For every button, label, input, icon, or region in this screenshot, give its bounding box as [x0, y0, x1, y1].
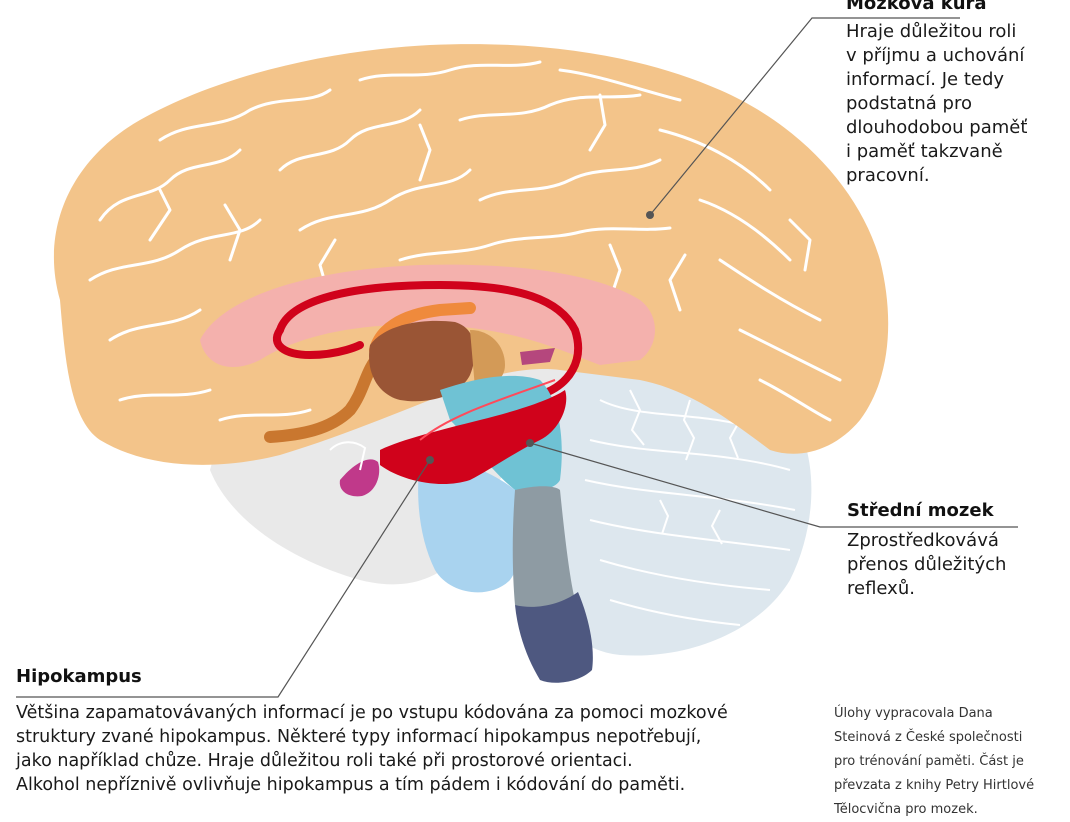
- midbrain-description: Zprostředkovává přenos důležitých reflex…: [847, 529, 1067, 601]
- hippocampus-label: Hipokampus Většina zapamatovávaných info…: [16, 666, 816, 797]
- hippocampus-pointer-dot: [426, 456, 434, 464]
- midbrain-pointer-dot: [526, 439, 534, 447]
- hippocampus-description: Většina zapamatovávaných informací je po…: [16, 701, 816, 797]
- cortex-description: Hraje důležitou roli v příjmu a uchování…: [846, 20, 1066, 188]
- cortex-pointer-dot: [646, 211, 654, 219]
- hippocampus-title: Hipokampus: [16, 666, 816, 687]
- midbrain-title: Střední mozek: [847, 500, 1067, 521]
- midbrain-label: Střední mozek Zprostředkovává přenos důl…: [847, 500, 1067, 601]
- cortex-title: Mozková kůra: [846, 0, 1066, 16]
- credit-note: Úlohy vypracovala Dana Steinová z České …: [834, 702, 1064, 822]
- cortex-label: Mozková kůra Hraje důležitou roli v příj…: [846, 0, 1066, 188]
